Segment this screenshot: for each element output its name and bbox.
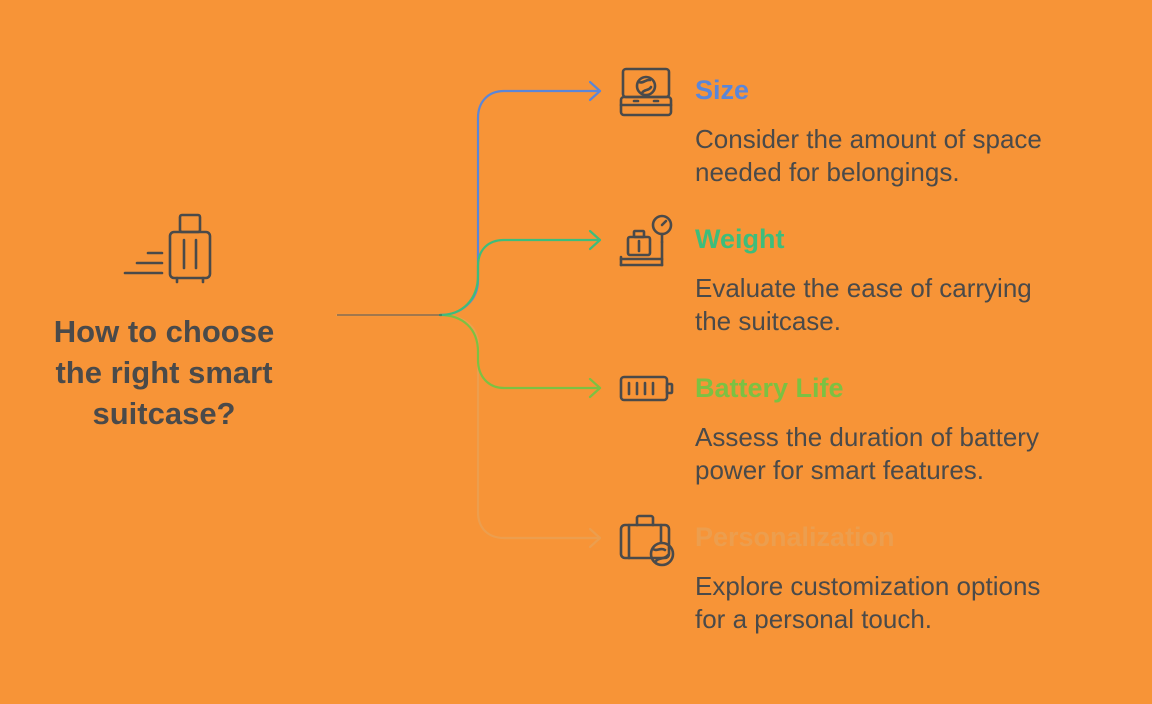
connector-weight-arrow [588, 229, 602, 251]
connector-battery-life [438, 313, 602, 390]
branch-description-personalization: Explore customization options for a pers… [695, 571, 1041, 634]
connector-battery-life-arrow [588, 377, 602, 399]
open-suitcase-icon [619, 67, 673, 117]
branch-description-battery-life: Assess the duration of battery power for… [695, 422, 1039, 485]
luggage-scale-icon [619, 214, 673, 267]
branch-description-size: Consider the amount of space needed for … [695, 124, 1042, 187]
branch-title-size: Size [695, 75, 750, 105]
connector-size [438, 89, 602, 317]
battery-icon [619, 375, 674, 402]
branch-title-battery-life: Battery Life [695, 373, 844, 403]
rolling-suitcase-icon [123, 213, 212, 284]
branch-title-weight: Weight [695, 224, 785, 254]
central-question: How to choose the right smart suitcase? [53, 314, 275, 431]
connector-size-arrow [588, 80, 602, 102]
branch-title-personalization: Personalization [695, 522, 895, 552]
connector-personalization-arrow [588, 527, 602, 549]
connector-personalization [335, 313, 602, 540]
travel-bag-globe-icon [619, 514, 675, 567]
branch-description-weight: Evaluate the ease of carrying the suitca… [695, 273, 1032, 336]
connector-weight [438, 238, 602, 317]
